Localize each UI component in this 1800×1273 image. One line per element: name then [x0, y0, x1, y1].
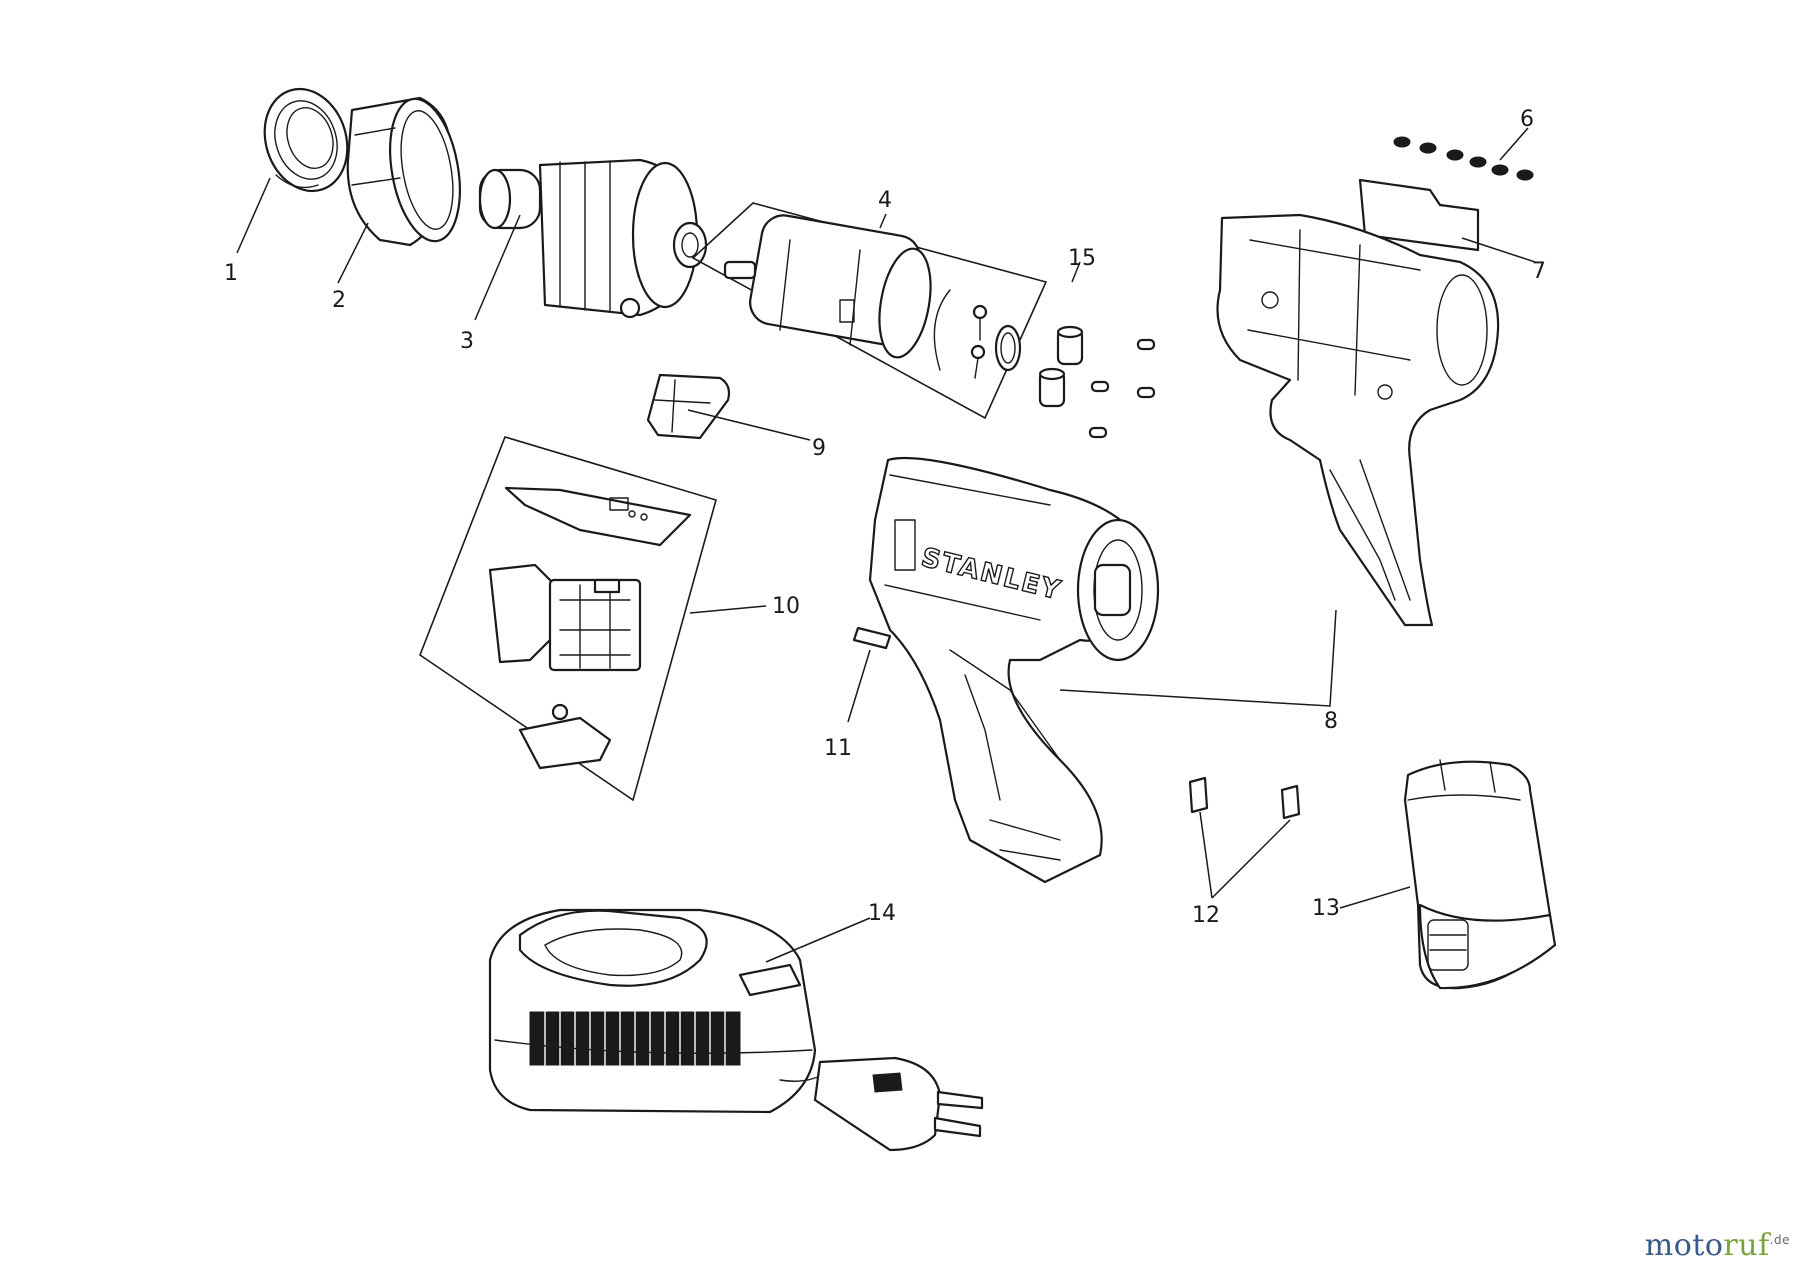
- part-12-clips: [1188, 776, 1301, 820]
- part-1-ring-nut: [263, 87, 349, 193]
- callout-11: 11: [824, 736, 852, 761]
- leader-lines: [236, 127, 1536, 963]
- watermark-logo: motoruf.de: [1645, 1228, 1790, 1263]
- part-6-screws: [1393, 136, 1534, 181]
- part-11-contact: [852, 626, 892, 650]
- part-9-slider: [646, 373, 731, 440]
- part-10-switch: [488, 486, 692, 770]
- part-3-gearbox: [478, 158, 708, 319]
- callout-12: 12: [1192, 903, 1220, 928]
- callout-8: 8: [1324, 709, 1338, 734]
- callout-14: 14: [868, 901, 896, 926]
- part-8-drill-body: STANLEY: [868, 456, 1160, 884]
- callout-15: 15: [1068, 246, 1096, 271]
- callout-numbers: 1 2 3 4 6 7 8 9 10 11 12 13 14 15: [224, 107, 1546, 928]
- callout-9: 9: [812, 436, 826, 461]
- callout-1: 1: [224, 261, 238, 286]
- callout-6: 6: [1520, 107, 1534, 132]
- callout-10: 10: [772, 594, 800, 619]
- part-14-charger: [488, 908, 984, 1152]
- part-8-housing-half: [1216, 213, 1500, 627]
- part-13-battery: [1403, 759, 1557, 990]
- callout-2: 2: [332, 288, 346, 313]
- callout-3: 3: [460, 329, 474, 354]
- callout-4: 4: [878, 188, 892, 213]
- watermark-text-b: ruf: [1723, 1228, 1770, 1263]
- part-15-bushings: [1038, 325, 1156, 439]
- watermark-text-a: moto: [1644, 1228, 1724, 1263]
- part-4-motor: [723, 214, 1022, 379]
- callout-7: 7: [1532, 259, 1546, 284]
- watermark-suffix: .de: [1769, 1233, 1790, 1247]
- callout-13: 13: [1312, 896, 1340, 921]
- part-4-box: [691, 202, 1048, 420]
- part-2-collar: [346, 96, 461, 247]
